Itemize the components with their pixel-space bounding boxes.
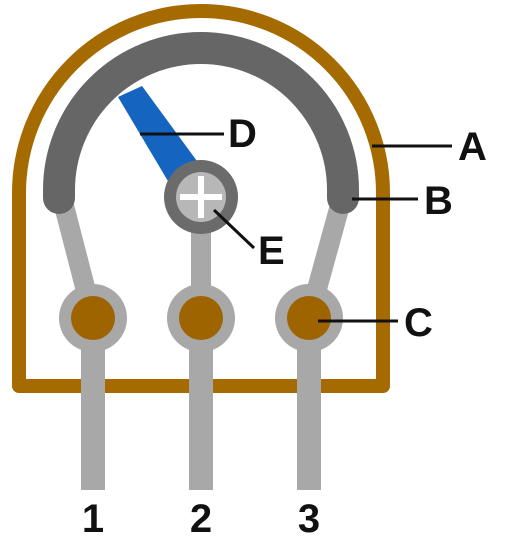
leader-e xyxy=(212,208,256,250)
pad-1 xyxy=(59,284,127,352)
solder-pad-icon xyxy=(71,296,115,340)
housing-outline xyxy=(12,4,390,393)
label-b: B xyxy=(424,179,453,223)
label-e: E xyxy=(258,229,285,273)
pin-number-3: 3 xyxy=(298,497,320,541)
label-d: D xyxy=(228,112,257,156)
solder-pad-icon xyxy=(287,296,331,340)
pad-3 xyxy=(275,284,343,352)
solder-pad-icon xyxy=(179,296,223,340)
pin-number-2: 2 xyxy=(190,497,212,541)
pad-2 xyxy=(167,284,235,352)
label-c: C xyxy=(404,301,433,345)
label-a: A xyxy=(458,125,487,169)
pin-number-1: 1 xyxy=(82,497,104,541)
leader-lines xyxy=(140,132,452,323)
solder-pads xyxy=(59,284,343,352)
resistive-track xyxy=(43,32,359,214)
